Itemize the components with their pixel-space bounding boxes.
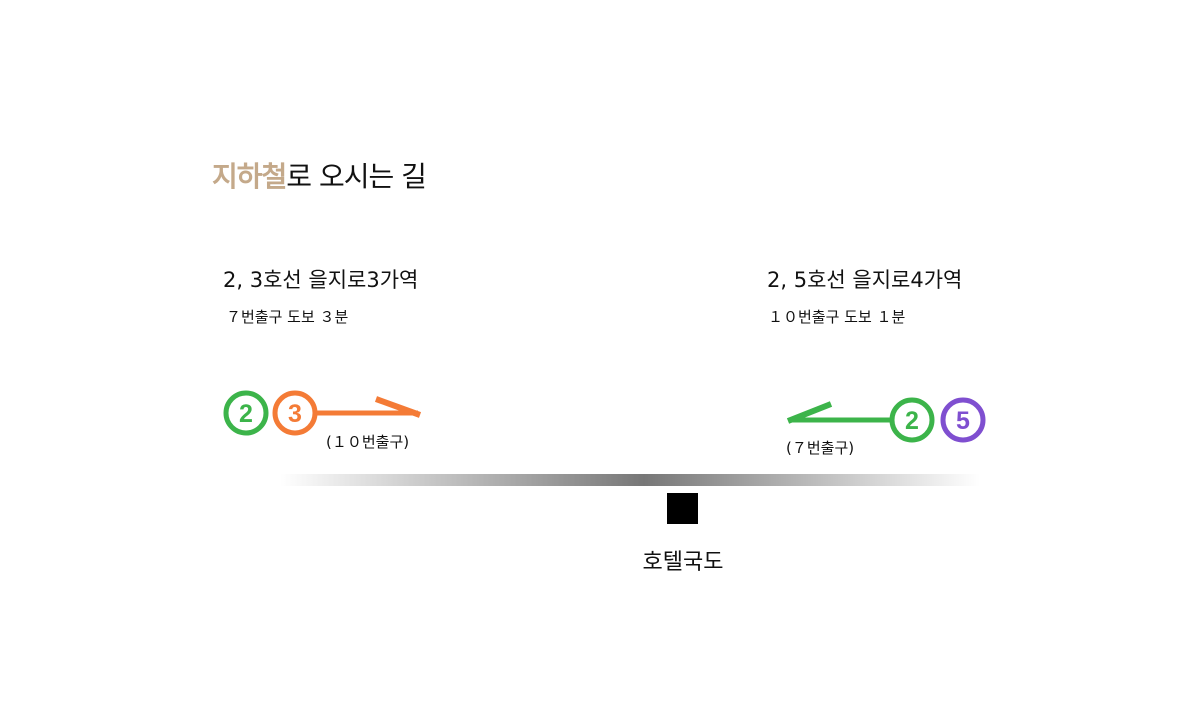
left-station-name: 2, 3호선 을지로3가역 <box>223 268 419 292</box>
svg-text:2: 2 <box>239 400 253 428</box>
line-2-badge-left: 2 <box>223 390 269 436</box>
left-arrow-icon <box>315 396 422 418</box>
svg-text:5: 5 <box>956 407 970 435</box>
left-exit-label: (１０번출구) <box>326 433 410 451</box>
line-5-badge: 5 <box>940 397 986 443</box>
svg-text:2: 2 <box>905 407 919 435</box>
right-station-name: 2, 5호선 을지로4가역 <box>767 268 963 292</box>
right-arrow-icon <box>786 401 892 424</box>
street-bar <box>280 474 980 486</box>
right-walk-info: １０번출구 도보 １분 <box>768 308 906 326</box>
svg-text:3: 3 <box>288 400 302 428</box>
left-walk-info: ７번출구 도보 ３분 <box>226 308 349 326</box>
hotel-name: 호텔국도 <box>642 550 724 575</box>
right-exit-label: (７번출구) <box>786 439 855 457</box>
page-title: 지하철로 오시는 길 <box>212 160 427 193</box>
line-3-badge: 3 <box>272 390 318 436</box>
line-2-badge-right: 2 <box>889 397 935 443</box>
hotel-marker-icon <box>667 493 698 524</box>
